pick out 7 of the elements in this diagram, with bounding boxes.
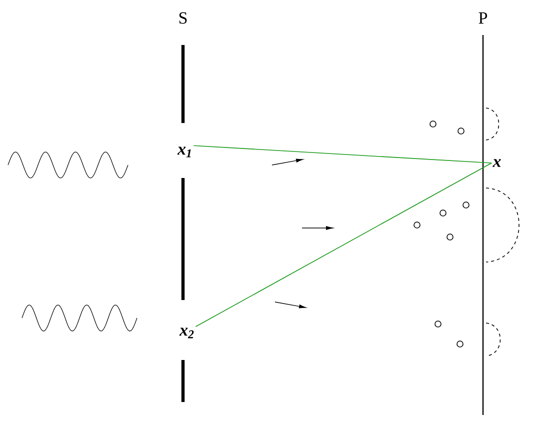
point-label: x$_{2}$ [179, 328, 194, 338]
point-label: x$_{1}$ [177, 146, 191, 158]
screen-label: S [179, 12, 187, 24]
ray-line [195, 162, 492, 327]
screen-label: P [478, 12, 488, 24]
point-label: x [492, 159, 501, 167]
ray-line [193, 145, 492, 164]
